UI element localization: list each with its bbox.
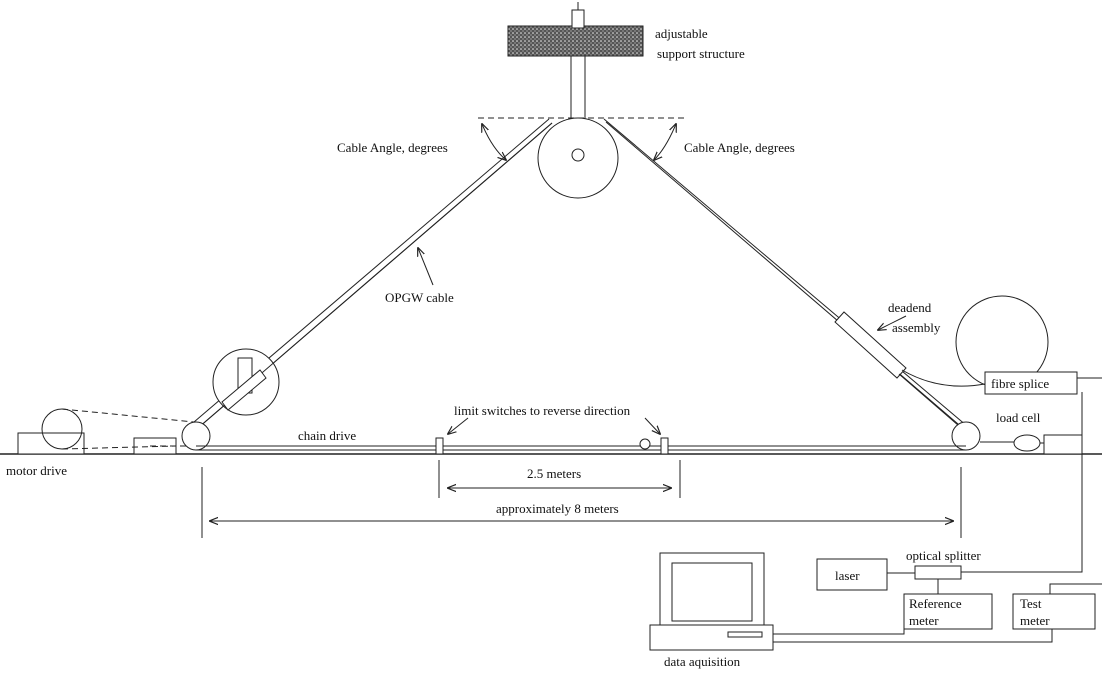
span-short-label: 2.5 meters bbox=[527, 466, 581, 481]
left-cable-clamp bbox=[197, 122, 553, 429]
chain-drive-label: chain drive bbox=[298, 428, 356, 443]
fibre-splice-box bbox=[984, 371, 1078, 395]
limit-switch-right bbox=[660, 437, 669, 455]
limit-switch-left bbox=[435, 437, 444, 455]
cable-angle-label-right: Cable Angle, degrees bbox=[684, 140, 795, 155]
limit-switches-label: limit switches to reverse direction bbox=[454, 403, 631, 418]
deadend-assembly bbox=[834, 311, 967, 433]
top-pulley bbox=[537, 117, 619, 199]
laser-label: laser bbox=[835, 568, 860, 583]
cable-angle-label-left: Cable Angle, degrees bbox=[337, 140, 448, 155]
limit-switch-pointer-right bbox=[644, 417, 660, 434]
deadend-label-line2: assembly bbox=[892, 320, 941, 335]
deadend-pointer bbox=[878, 315, 907, 330]
opgw-cable-right-2 bbox=[603, 118, 968, 427]
data-acquisition-computer bbox=[649, 552, 774, 651]
load-cell bbox=[1013, 434, 1041, 452]
reference-meter-label-line2: meter bbox=[909, 613, 939, 628]
motor-drive-label: motor drive bbox=[6, 463, 67, 478]
span-long-label: approximately 8 meters bbox=[496, 501, 619, 516]
optical-splitter-label: optical splitter bbox=[906, 548, 981, 563]
opgw-cable-right bbox=[605, 121, 966, 431]
test-meter-box bbox=[1012, 593, 1096, 630]
cable-angle-arc-right bbox=[654, 124, 676, 160]
adjustable-support-structure bbox=[507, 2, 644, 157]
test-meter-label-line2: meter bbox=[1020, 613, 1050, 628]
load-cell-anchor bbox=[1043, 434, 1083, 455]
reference-meter-box bbox=[903, 593, 993, 630]
opgw-cable-pointer bbox=[418, 248, 434, 286]
splitter-to-fibre bbox=[961, 392, 1083, 573]
reference-meter-label-line1: Reference bbox=[909, 596, 962, 611]
support-label-line1: adjustable bbox=[655, 26, 708, 41]
limit-switch-trigger bbox=[639, 438, 651, 450]
load-cell-label: load cell bbox=[996, 410, 1041, 425]
top-pulley-axle bbox=[571, 148, 585, 162]
motor-drive bbox=[17, 408, 195, 455]
cable-angle-arc-left bbox=[482, 124, 506, 160]
limit-switch-pointer-left bbox=[448, 417, 469, 434]
opgw-cable-label: OPGW cable bbox=[385, 290, 454, 305]
test-meter-to-splice bbox=[1049, 583, 1102, 594]
laser-box bbox=[816, 558, 888, 591]
computer-to-reference bbox=[773, 622, 905, 635]
fibre-lead bbox=[901, 369, 986, 387]
optical-splitter-box bbox=[914, 565, 962, 580]
support-label-line2: support structure bbox=[657, 46, 745, 61]
fibre-splice-label: fibre splice bbox=[991, 376, 1049, 391]
computer-to-test bbox=[773, 629, 1053, 643]
data-acquisition-label: data aquisition bbox=[664, 654, 741, 669]
test-meter-label-line1: Test bbox=[1020, 596, 1042, 611]
deadend-label-line1: deadend bbox=[888, 300, 932, 315]
